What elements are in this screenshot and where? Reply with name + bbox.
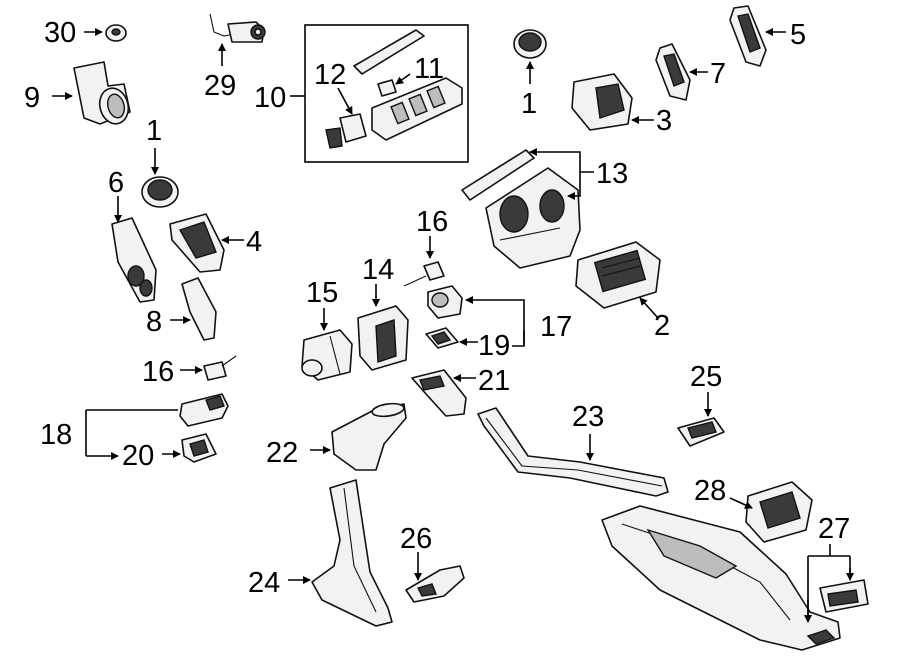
- callout-12: 12: [314, 59, 346, 91]
- callout-8: 8: [146, 306, 162, 338]
- part-16-sensor-upper: [403, 261, 445, 287]
- callout-16-upper: 16: [416, 206, 448, 238]
- callout-14: 14: [362, 254, 394, 286]
- callout-1-upper: 1: [521, 88, 537, 120]
- group-box-10: [304, 24, 469, 163]
- callout-2: 2: [654, 310, 670, 342]
- part-15-actuator-motor: [301, 329, 353, 381]
- part-23-long-duct: [477, 407, 669, 497]
- part-11-clip: [377, 79, 397, 97]
- part-24-rear-duct: [311, 479, 393, 627]
- callout-10: 10: [254, 82, 286, 114]
- part-1-round-vent-upper: [513, 29, 547, 59]
- part-10-vent-assembly: [325, 29, 463, 149]
- callout-1-left: 1: [146, 115, 162, 147]
- part-2-center-vent: [575, 241, 661, 309]
- callout-20: 20: [122, 440, 154, 472]
- callout-30: 30: [44, 17, 76, 49]
- part-14-duct: [357, 305, 409, 371]
- callout-24: 24: [248, 567, 280, 599]
- part-29-hose-valve: [209, 13, 266, 43]
- leader-2: [639, 297, 659, 319]
- leader-12: [337, 87, 353, 115]
- callout-17: 17: [540, 311, 572, 343]
- part-9-duct-elbow: [73, 61, 131, 125]
- callout-25: 25: [690, 361, 722, 393]
- part-5-vertical-vent: [729, 5, 767, 67]
- callout-22: 22: [266, 437, 298, 469]
- callout-4: 4: [246, 226, 262, 258]
- part-7-vertical-vent: [655, 43, 691, 101]
- part-25-vent: [677, 417, 725, 447]
- part-19-seal: [425, 327, 459, 349]
- leader-18-bracket: [85, 409, 178, 456]
- part-28-vent: [745, 481, 813, 543]
- leader-13b: [567, 172, 581, 200]
- part-8-bracket: [181, 277, 217, 341]
- callout-5: 5: [790, 19, 806, 51]
- callout-9: 9: [24, 82, 40, 114]
- callout-3: 3: [656, 105, 672, 137]
- callout-6: 6: [108, 167, 124, 199]
- leader-28: [729, 497, 753, 509]
- part-30-grommet: [105, 24, 127, 42]
- callout-18: 18: [40, 419, 72, 451]
- callout-28: 28: [694, 475, 726, 507]
- part-27-outlet-seal: [819, 579, 869, 613]
- part-26-small-duct: [405, 565, 465, 603]
- part-21-duct-bracket: [411, 369, 467, 417]
- part-3-side-vent: [571, 73, 633, 131]
- part-16-sensor-lower: [203, 355, 237, 381]
- callout-21: 21: [478, 365, 510, 397]
- leader-11: [395, 73, 411, 85]
- callout-13: 13: [596, 158, 628, 190]
- callout-29: 29: [204, 70, 236, 102]
- part-4-vent: [169, 213, 225, 273]
- callout-27: 27: [818, 513, 850, 545]
- callout-26: 26: [400, 523, 432, 555]
- part-22-duct: [331, 402, 407, 471]
- part-13-blower-housing: [461, 149, 581, 269]
- leader-13a: [529, 148, 594, 173]
- part-1-round-vent-left: [141, 176, 179, 208]
- leader-19-line: [512, 330, 525, 347]
- part-6-vent-panel: [111, 217, 157, 303]
- part-20-seal: [181, 433, 217, 463]
- part-27-floor-duct: [601, 505, 841, 651]
- part-17-actuator: [427, 285, 463, 319]
- callout-23: 23: [572, 401, 604, 433]
- callout-15: 15: [306, 277, 338, 309]
- callout-19: 19: [478, 330, 510, 362]
- callout-16-lower: 16: [142, 356, 174, 388]
- callout-11: 11: [414, 53, 444, 85]
- part-18-duct-outlet: [179, 393, 229, 427]
- callout-7: 7: [710, 58, 726, 90]
